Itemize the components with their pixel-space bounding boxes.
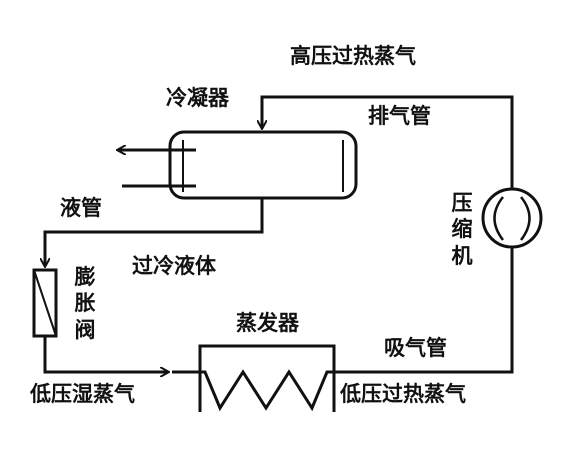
label-expansion-valve-char: 胀 — [74, 291, 96, 316]
label-suction-pipe: 吸气管 — [384, 336, 447, 360]
label-high-pressure-superheated-vapor: 高压过热蒸气 — [290, 44, 416, 68]
label-compressor-char: 压 — [451, 191, 473, 215]
label-liquid-pipe: 液管 — [60, 196, 102, 220]
label-expansion-valve: 膨 胀 阀 — [73, 264, 97, 343]
label-expansion-valve-char: 膨 — [74, 265, 96, 289]
expansion-valve-diagonal — [33, 269, 57, 337]
label-compressor-char: 缩 — [451, 217, 473, 242]
suction-pipe-line — [362, 246, 514, 374]
label-low-pressure-superheated-vapor: 低压过热蒸气 — [340, 382, 466, 406]
low-pressure-line — [43, 336, 168, 372]
label-discharge-pipe: 排气管 — [368, 104, 431, 128]
label-compressor: 压 缩 机 — [450, 190, 474, 269]
label-condenser: 冷凝器 — [166, 86, 229, 110]
label-expansion-valve-char: 阀 — [74, 317, 96, 342]
label-compressor-char: 机 — [451, 243, 473, 268]
label-low-pressure-wet-vapor: 低压湿蒸气 — [30, 382, 135, 406]
evaporator-coil — [172, 369, 362, 412]
discharge-pipe-line — [262, 95, 514, 188]
compressor-rotor-left — [493, 196, 505, 241]
label-subcooled-liquid: 过冷液体 — [132, 254, 216, 278]
compressor-rotor-right — [519, 196, 531, 241]
label-evaporator: 蒸发器 — [236, 311, 299, 335]
condenser-body — [168, 130, 358, 200]
liquid-pipe-line — [45, 198, 264, 266]
compressor-body — [481, 187, 543, 249]
evaporator-body — [198, 344, 336, 412]
